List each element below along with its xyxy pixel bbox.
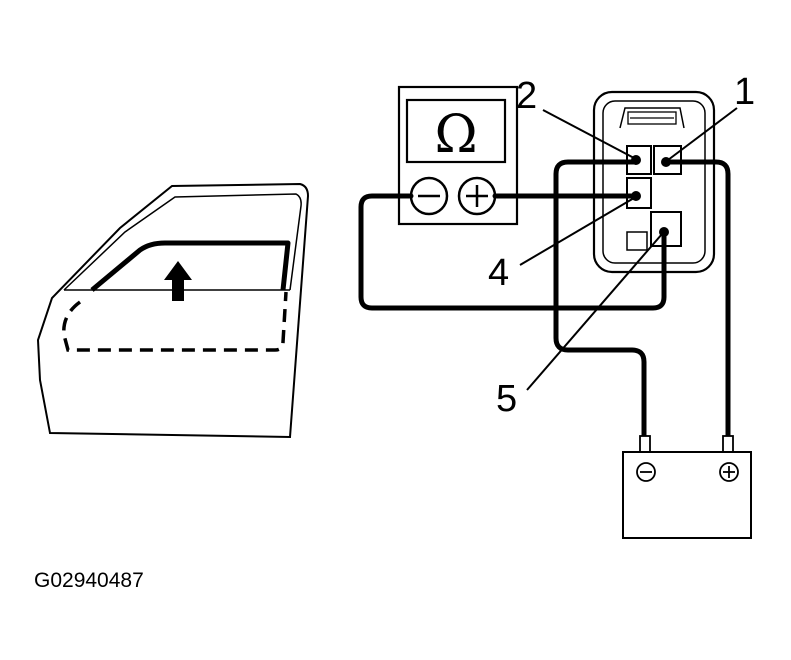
ohmmeter: Ω	[397, 85, 519, 226]
wires	[358, 159, 731, 443]
leader-2	[542, 109, 635, 159]
door-outer-outline	[36, 182, 310, 439]
callout-leaders	[519, 107, 738, 391]
wire-terminal-1-to-battery-positive	[663, 159, 731, 443]
leader-1	[667, 107, 738, 161]
window-up-arrow-icon	[164, 261, 192, 301]
connector-latch	[619, 107, 685, 129]
leader-5	[526, 233, 663, 391]
callout-4: 4	[488, 252, 509, 294]
terminal-cavity-lower-left	[626, 231, 648, 251]
terminal-cavity-4	[626, 177, 652, 209]
wire-terminal-2-to-battery-negative	[553, 159, 647, 443]
window-switch-connector	[592, 90, 716, 274]
battery-positive-post	[722, 435, 734, 453]
car-door	[36, 182, 310, 439]
callout-2: 2	[516, 75, 537, 117]
window-glass-lowered-dashed	[62, 291, 288, 352]
leader-4	[519, 197, 635, 266]
callout-5: 5	[496, 378, 517, 420]
door-frame-inner	[63, 193, 302, 291]
connector-housing-inner	[602, 100, 706, 264]
figure-id: G02940487	[34, 569, 144, 592]
connector-housing	[592, 90, 716, 274]
wire-ohmmeter-negative-to-terminal-5	[358, 193, 667, 311]
window-glass-edge	[90, 240, 291, 292]
callout-1: 1	[734, 71, 755, 113]
battery	[622, 435, 752, 539]
ohm-symbol: Ω	[434, 105, 477, 165]
connector-latch-detail	[627, 111, 677, 125]
ohmmeter-body	[397, 85, 519, 226]
ohmmeter-display	[405, 98, 507, 164]
battery-negative-post	[639, 435, 651, 453]
